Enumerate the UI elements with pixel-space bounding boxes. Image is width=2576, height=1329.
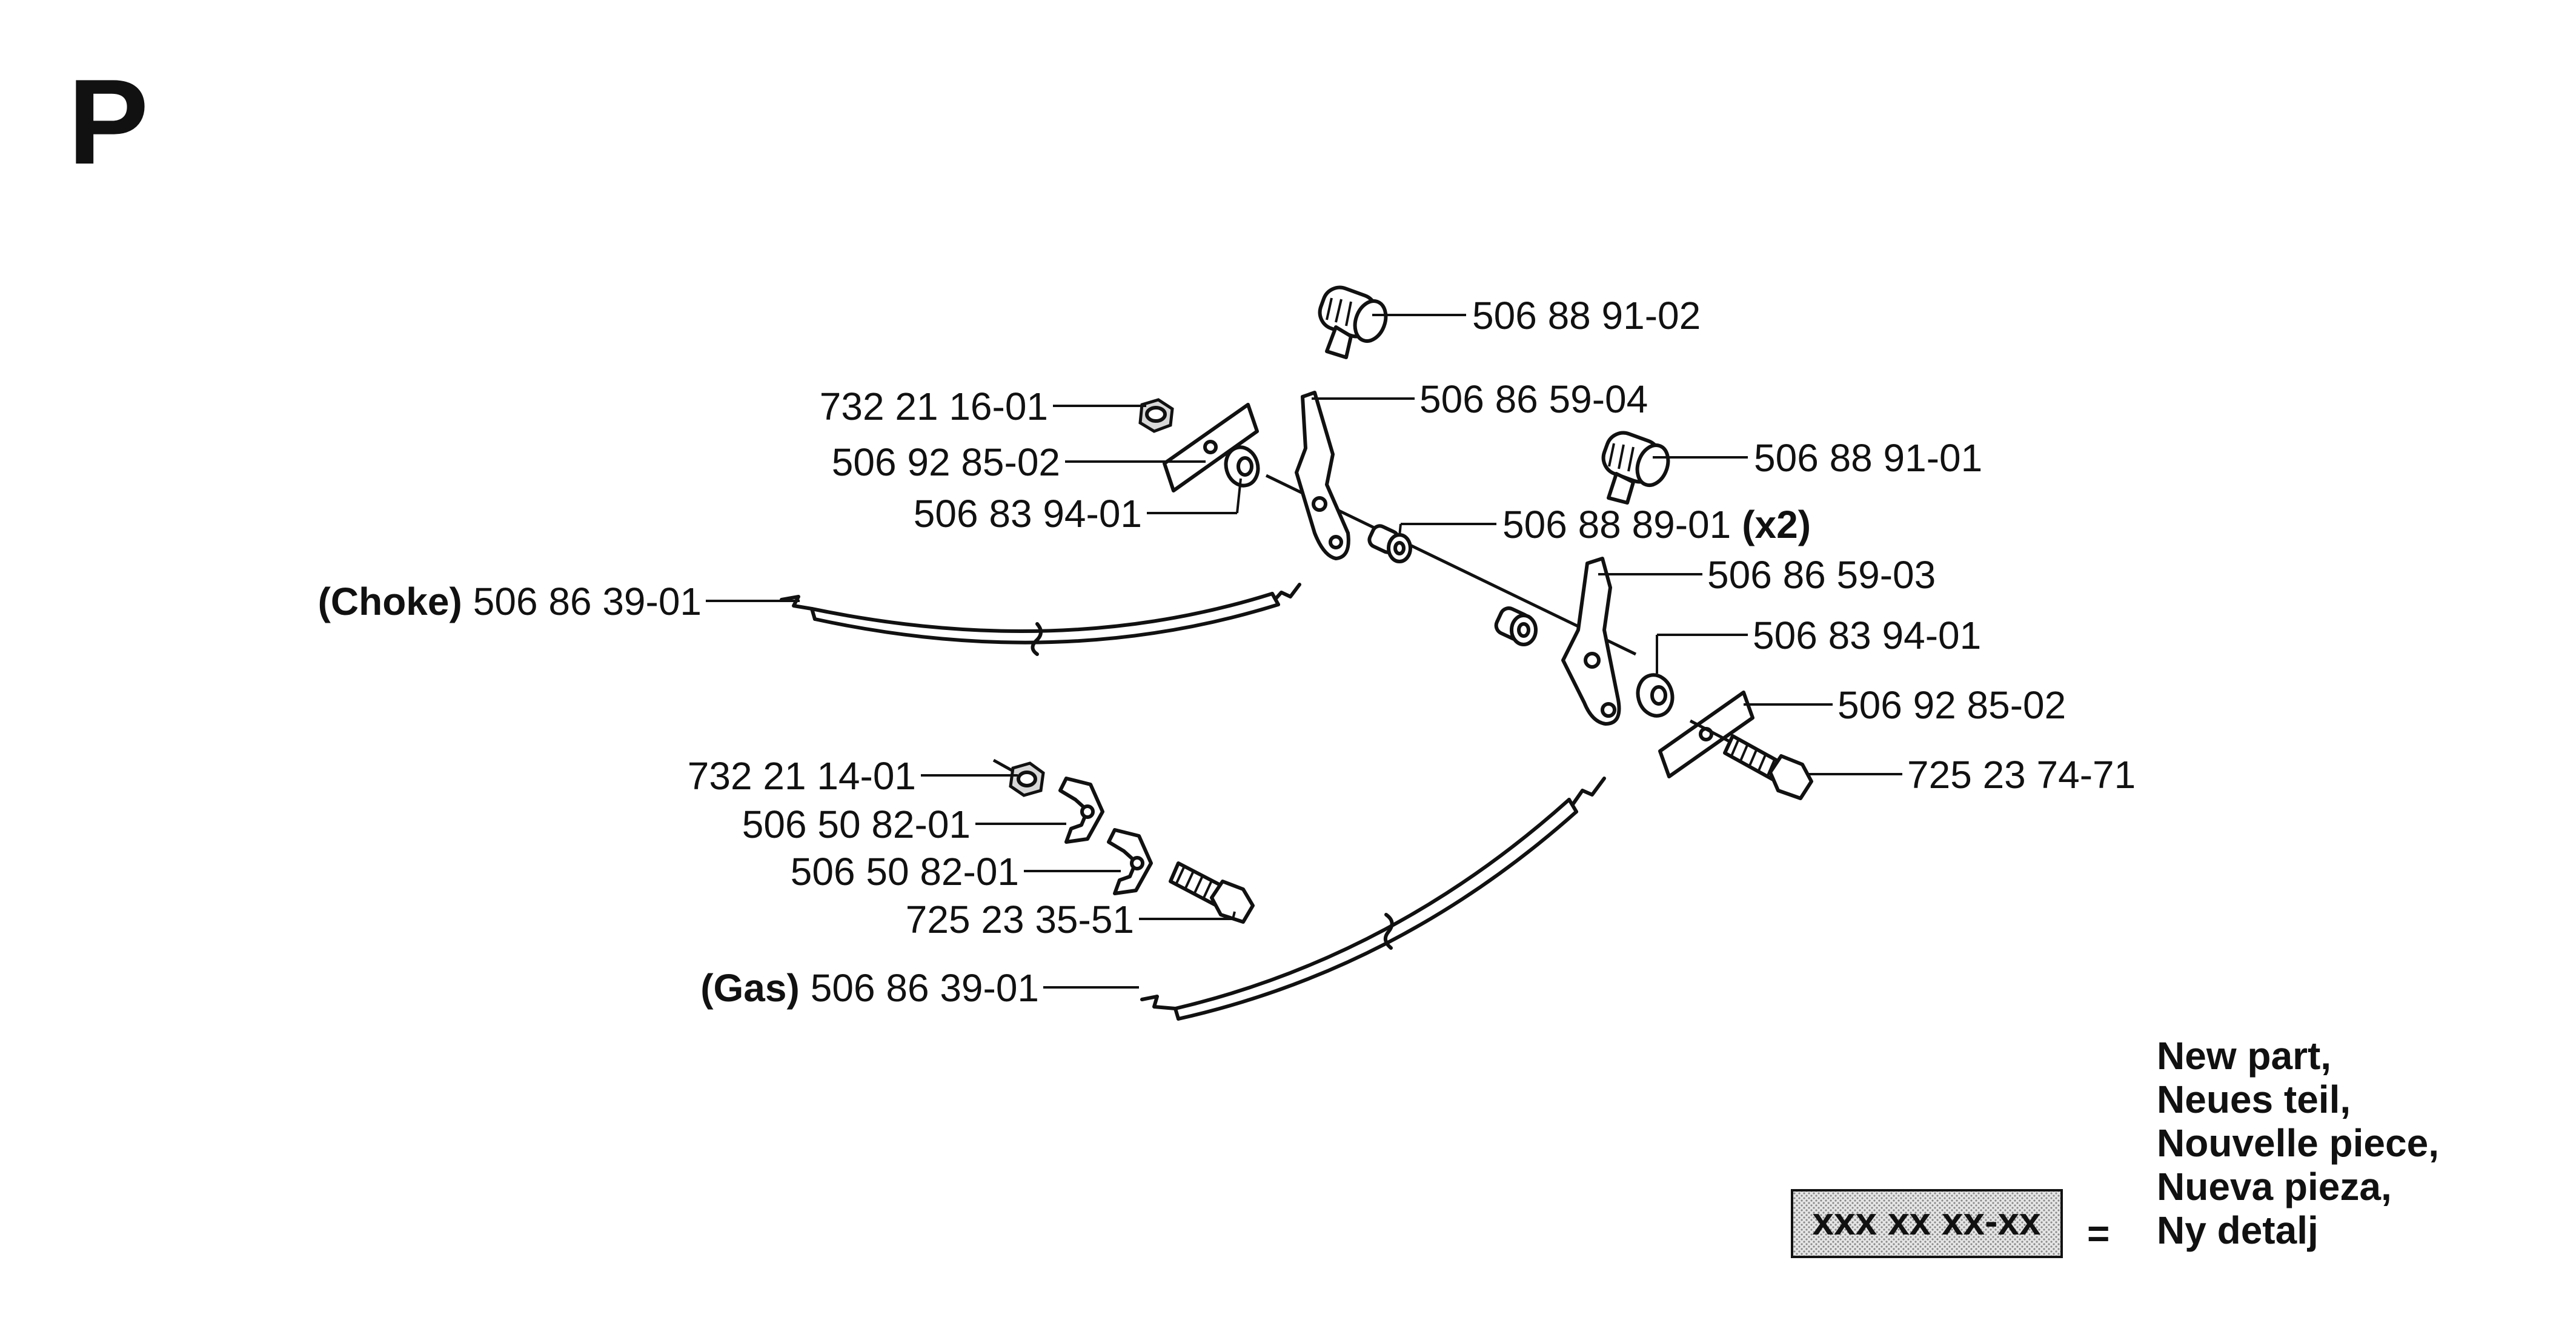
label-lever-upper: 506 86 59-04 — [1419, 377, 1648, 421]
label-washer-upper: 506 83 94-01 — [914, 492, 1142, 535]
nut-upper-part — [1138, 398, 1174, 433]
lever-upper-part — [1295, 391, 1350, 560]
label-clamp-1: 506 50 82-01 — [742, 803, 971, 846]
bolt-right-part — [1689, 719, 1813, 800]
label-choke-number: 506 86 39-01 — [473, 580, 702, 623]
washer-upper-part — [1224, 445, 1260, 488]
legend-line-5: Ny detalj — [2157, 1208, 2319, 1252]
lever-lower-part — [1561, 557, 1621, 726]
legend-line-2: Neues teil, — [2157, 1078, 2351, 1121]
plate-lower-part — [1658, 691, 1754, 778]
label-gas-tag: (Gas) — [700, 966, 800, 1010]
legend: xxx xx xx-xx = New part, Neues teil, Nou… — [1791, 1034, 2439, 1258]
label-gas-cable: (Gas)506 86 39-01 — [700, 966, 1039, 1010]
label-gas-number: 506 86 39-01 — [811, 966, 1039, 1010]
washer-lower-part — [1636, 673, 1675, 718]
label-spacer: 506 88 89-01 (x2) — [1502, 503, 1811, 546]
choke-cable-part — [780, 583, 1301, 656]
spacer-upper-part — [1367, 524, 1412, 563]
gas-cable-part — [1140, 777, 1606, 1021]
label-clamp-2: 506 50 82-01 — [791, 850, 1019, 893]
shaft-knob-upper-part — [1318, 285, 1388, 359]
plate-upper-part — [1163, 403, 1259, 492]
section-letter: P — [68, 55, 148, 190]
label-spacer-number: 506 88 89-01 — [1502, 503, 1731, 546]
legend-line-4: Nueva pieza, — [2157, 1165, 2392, 1208]
label-nut-upper: 732 21 16-01 — [820, 385, 1048, 428]
label-shaft-knob-lower: 506 88 91-01 — [1754, 436, 1982, 480]
label-choke-tag: (Choke) — [318, 580, 462, 623]
label-plate-upper: 506 92 85-02 — [832, 440, 1060, 484]
legend-line-3: Nouvelle piece, — [2157, 1121, 2439, 1165]
bolt-left-part — [1169, 861, 1255, 924]
label-shaft-knob-upper: 506 88 91-02 — [1472, 294, 1701, 337]
label-plate-lower: 506 92 85-02 — [1837, 683, 2066, 727]
label-choke-cable: (Choke) 506 86 39-01 — [318, 580, 702, 623]
spacer-lower-part — [1494, 606, 1538, 646]
clamp-upper-part — [1058, 777, 1104, 844]
label-spacer-qty: (x2) — [1742, 503, 1811, 546]
label-nut-lower: 732 21 14-01 — [688, 754, 916, 798]
leader-lines — [706, 314, 1902, 989]
label-lever-lower: 506 86 59-03 — [1707, 553, 1936, 597]
label-washer-lower: 506 83 94-01 — [1753, 614, 1981, 657]
clamp-lower-part — [1107, 828, 1153, 895]
legend-line-1: New part, — [2157, 1034, 2331, 1078]
label-bolt-right: 725 23 74-71 — [1907, 753, 2136, 797]
label-bolt-left: 725 23 35-51 — [906, 898, 1134, 941]
legend-sample-box — [1791, 1189, 2063, 1258]
shaft-knob-lower-part — [1601, 431, 1670, 505]
legend-sample-number: xxx xx xx-xx — [1812, 1199, 2041, 1243]
nut-lower-part — [992, 758, 1045, 797]
legend-equals: = — [2087, 1211, 2110, 1255]
